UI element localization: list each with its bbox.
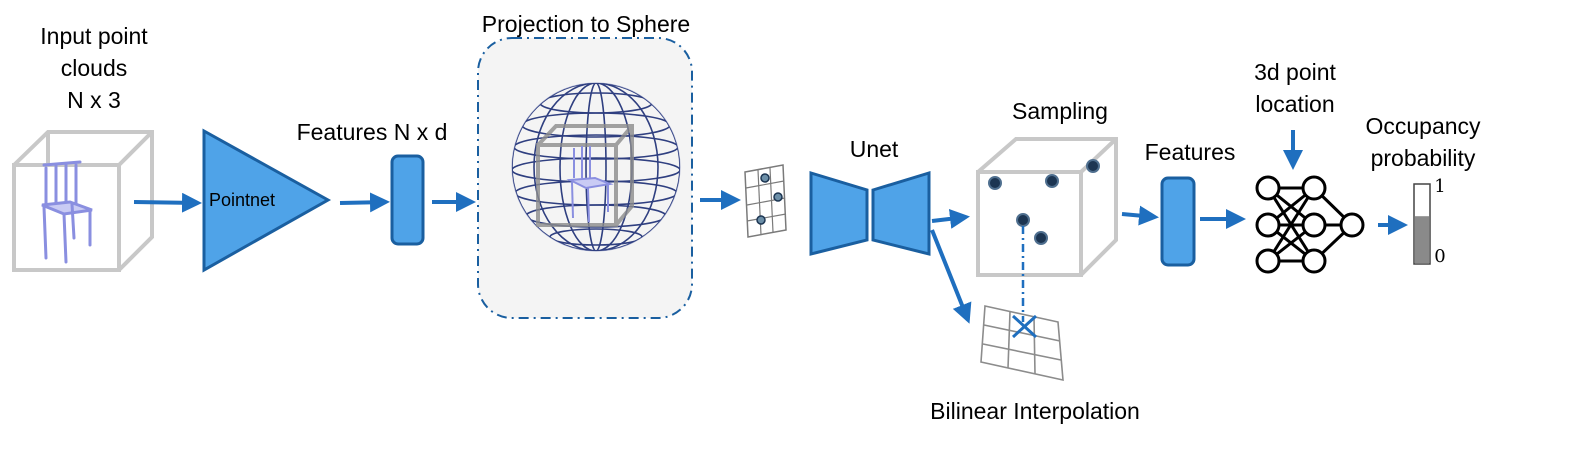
arrow-input-to-pointnet (133, 192, 202, 213)
occupancy-fill (1415, 216, 1429, 263)
location-label-line-2: location (1255, 91, 1335, 117)
unet-block (809, 170, 931, 256)
input-label-line-3: N x 3 (67, 87, 121, 113)
input-cube (12, 130, 154, 272)
occupancy-label-line-1: Occupancy (1365, 113, 1481, 139)
input-label-line-1: Input point (40, 23, 148, 49)
features-label: Features (1144, 139, 1236, 165)
input-label: Input point clouds N x 3 (14, 20, 174, 116)
occupancy-bar (1413, 183, 1431, 265)
occupancy-label-line-2: probability (1370, 145, 1476, 171)
location-label-line-1: 3d point (1254, 59, 1336, 85)
interpolation-cross-icon (1011, 314, 1038, 339)
arrow-sampling-to-features (1121, 205, 1159, 226)
occupancy-label: Occupancy probability (1348, 110, 1498, 174)
projection-label: Projection to Sphere (481, 11, 691, 37)
sampling-label: Sampling (1012, 98, 1108, 124)
pointnet-label: Pointnet (209, 190, 275, 210)
neural-network-icon (1255, 175, 1365, 274)
bilinear-label: Bilinear Interpolation (930, 398, 1140, 424)
features-block (1160, 176, 1196, 267)
scale-top-label: 1 (1434, 176, 1446, 197)
unet-label: Unet (849, 136, 899, 162)
features-nd-block (390, 154, 425, 246)
arrow-pointnet-to-features (339, 192, 390, 213)
scale-bottom-label: 0 (1434, 246, 1446, 267)
pointnet-block (202, 128, 332, 273)
arrow-unet-to-bilinear (930, 229, 972, 324)
arrow-unet-to-sampling (931, 208, 970, 229)
input-label-line-2: clouds (60, 55, 128, 81)
feature-grid-icon (744, 164, 787, 238)
chair-point-cloud-icon (41, 160, 93, 264)
location-label: 3d point location (1236, 56, 1354, 120)
features-nd-label: Features N x d (296, 119, 448, 145)
